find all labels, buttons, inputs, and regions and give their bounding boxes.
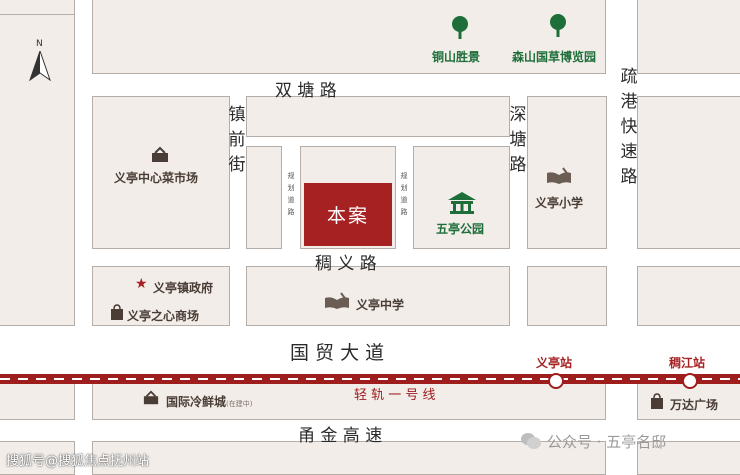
bag-icon-wanda [651, 393, 663, 409]
block-bottom-left [0, 383, 75, 420]
rail-line-label: 轻 轨 一 号 线 [354, 388, 436, 403]
station-chouj-label: 稠江站 [669, 356, 706, 370]
poi-cold-market-note: (在建中) [226, 400, 253, 408]
poi-middle-school-label: 义亭中学 [356, 298, 405, 312]
block-left-narrow [246, 146, 282, 249]
block-right-tall [637, 96, 740, 249]
road-chouyi: 稠 义 路 [315, 254, 377, 274]
road-shuangtang: 双 塘 路 [275, 81, 337, 101]
watermark-left: 搜狐号@搜狐焦点抚州站 [6, 454, 150, 469]
poi-vegetable-market-label: 义亭中心菜市场 [114, 171, 199, 185]
block-north-strip [246, 96, 510, 137]
poi-park-label: 五亭公园 [436, 222, 485, 236]
pavilion-icon-park [448, 192, 476, 214]
road-guomao: 国 贸 大 道 [290, 342, 385, 364]
road-planned-left: 规划道路 [287, 172, 295, 216]
block-bottom-row-left [0, 441, 75, 475]
station-yiting-marker [548, 373, 564, 389]
bag-icon-mall [111, 304, 123, 320]
road-planned-right: 规划道路 [400, 172, 408, 216]
poi-cold-market-label: 国际冷鲜城(在建中) [166, 393, 252, 410]
block-top-right [637, 0, 740, 74]
wechat-icon [521, 433, 541, 449]
station-yiting-label: 义亭站 [536, 356, 573, 370]
poi-mall-label: 义亭之心商场 [127, 309, 200, 323]
road-yongjin: 甬 金 高 速 [298, 426, 383, 446]
poi-primary-school-label: 义亭小学 [535, 196, 584, 210]
rail-line-dashes [0, 378, 740, 380]
book-icon-primary-school [547, 167, 571, 184]
block-middle-school [246, 266, 510, 326]
book-icon-middle-school [325, 292, 349, 309]
poi-cold-market-name: 国际冷鲜城 [166, 395, 227, 409]
project-block: 本案 [304, 183, 392, 246]
basket-icon-cold-market [143, 390, 159, 405]
block-vegetable-market [92, 96, 230, 249]
star-icon-government: ★ [135, 276, 148, 292]
road-shentang: 深塘路 [509, 105, 527, 175]
tree-icon-tongshan [452, 16, 468, 39]
block-lower-right-2 [637, 266, 740, 326]
north-label: N [36, 39, 43, 49]
basket-icon-vegetable-market [152, 146, 168, 162]
poi-government-label: 义亭镇政府 [153, 281, 214, 295]
watermark-right: 公众号 · 五亭名邸 [547, 433, 667, 451]
tree-icon-senshan [550, 14, 566, 37]
poi-wanda-label: 万达广场 [670, 398, 719, 412]
poi-senshan-label: 森山国草博览园 [512, 50, 597, 64]
block-top-center [92, 0, 606, 74]
block-bottom-row-right [637, 441, 740, 475]
road-zhenqian: 镇前街 [228, 105, 246, 175]
station-chouj-marker [682, 373, 698, 389]
road-shugang: 疏港快速路 [620, 67, 638, 187]
project-label: 本案 [326, 205, 369, 227]
poi-tongshan-label: 铜山胜景 [432, 50, 481, 64]
block-lower-right-1 [527, 266, 607, 326]
north-arrow-icon [29, 51, 51, 81]
